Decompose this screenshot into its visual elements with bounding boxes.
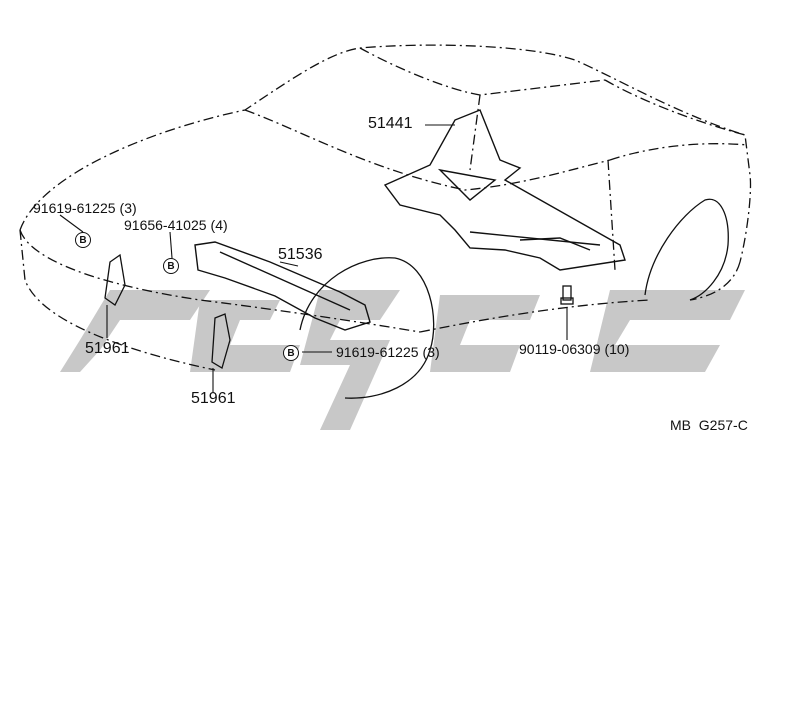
part-label-90119-06309[interactable]: 90119-06309(10) bbox=[519, 341, 630, 357]
wheels bbox=[299, 198, 729, 399]
watermark-logo bbox=[60, 290, 745, 430]
diagram-reference-code: MB G257-C bbox=[670, 417, 748, 433]
part-label-91656-41025[interactable]: 91656-41025(4) bbox=[124, 217, 228, 233]
part-label-91619-61225-bottom[interactable]: 91619-61225(3) bbox=[336, 344, 440, 360]
bolt-badge-bottom: B bbox=[283, 345, 299, 361]
part-51441-shape bbox=[383, 109, 626, 271]
bolt-90119-shape bbox=[560, 285, 574, 305]
part-label-51961-left[interactable]: 51961 bbox=[85, 340, 130, 357]
leader-lines bbox=[59, 124, 568, 392]
bolt-badge-top: B bbox=[75, 232, 91, 248]
bracket-51961-shapes bbox=[104, 253, 231, 369]
car-outline bbox=[19, 44, 752, 371]
part-label-51441[interactable]: 51441 bbox=[368, 115, 413, 132]
part-label-91619-61225-top[interactable]: 91619-61225(3) bbox=[33, 200, 137, 216]
part-label-51961-right[interactable]: 51961 bbox=[191, 390, 236, 407]
part-51536-shape bbox=[194, 241, 371, 331]
bolt-badge-middle: B bbox=[163, 258, 179, 274]
part-label-51536[interactable]: 51536 bbox=[278, 246, 323, 263]
